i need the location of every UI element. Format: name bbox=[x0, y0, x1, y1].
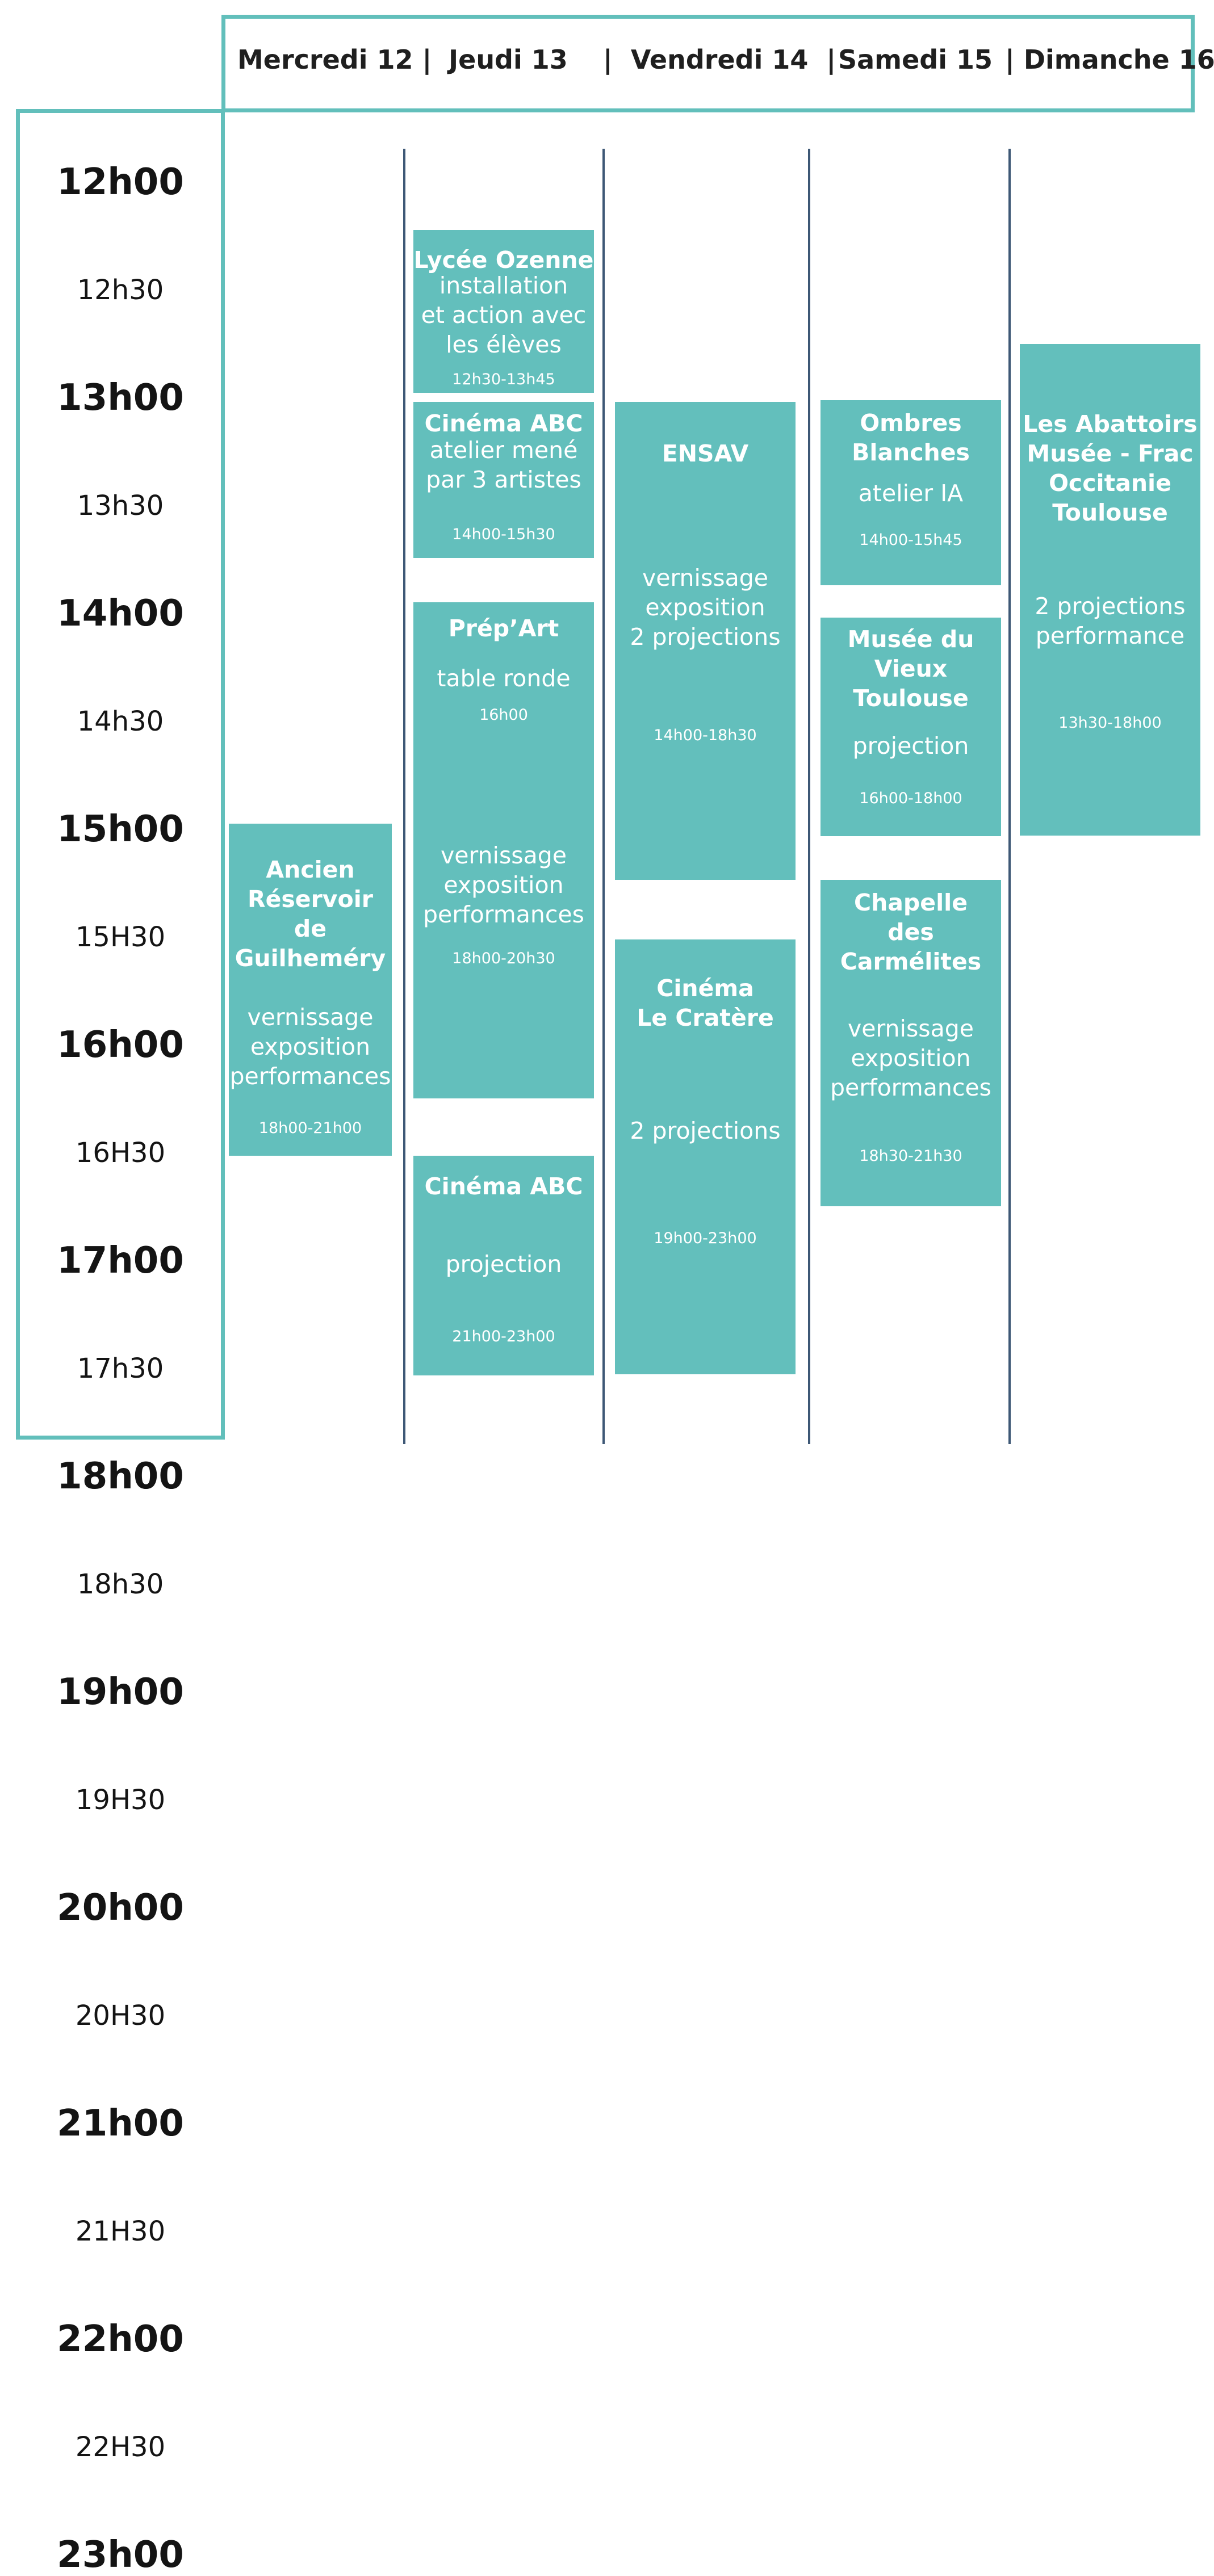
days-header-frame bbox=[221, 15, 1195, 112]
event-time: 16h00 bbox=[479, 706, 528, 724]
event-time: 18h00-20h30 bbox=[452, 950, 555, 967]
time-column-frame bbox=[16, 109, 225, 1440]
event-musee-vieux-toulouse: Musée du Vieux Toulouse projection 16h00-1… bbox=[821, 618, 1001, 836]
event-time: 19h00-23h00 bbox=[654, 1230, 757, 1247]
event-description: 2 projections performance bbox=[1035, 593, 1186, 649]
event-time: 14h00-18h30 bbox=[654, 727, 757, 744]
event-description: atelier IA bbox=[858, 480, 964, 507]
time-label: 21H30 bbox=[75, 2216, 166, 2247]
time-label: 22H30 bbox=[75, 2431, 166, 2463]
event-description: projection bbox=[852, 732, 969, 760]
event-ombres-blanches: Ombres Blanches atelier IA 14h00-15h45 bbox=[821, 400, 1001, 585]
event-time: 13h30-18h00 bbox=[1058, 714, 1162, 732]
event-venue: Lycée Ozenne bbox=[413, 246, 594, 274]
event-description: installation et action avec les élèves bbox=[421, 272, 587, 358]
time-label: 14h00 bbox=[57, 593, 184, 635]
time-label: 17h30 bbox=[77, 1353, 164, 1385]
event-time: 14h00-15h45 bbox=[859, 531, 962, 549]
event-venue: Cinéma Le Cratère bbox=[637, 975, 774, 1031]
time-label: 18h30 bbox=[77, 1568, 164, 1600]
event-chapelle-des-carmelites: Chapelle des Carmélites vernissage exposi… bbox=[821, 880, 1001, 1206]
time-label: 15H30 bbox=[75, 921, 166, 953]
event-venue: Ombres Blanches bbox=[852, 409, 970, 466]
event-time: 18h30-21h30 bbox=[859, 1147, 962, 1165]
event-venue: Ancien Réservoir de Guilheméry bbox=[235, 856, 386, 972]
time-label: 17h00 bbox=[57, 1240, 184, 1282]
divider-line bbox=[808, 149, 810, 1444]
event-description: vernissage exposition performances bbox=[423, 842, 584, 928]
event-ancien-reservoir: Ancien Réservoir de Guilheméry vernissage… bbox=[229, 824, 392, 1156]
time-label: 15h00 bbox=[57, 808, 184, 850]
time-label: 16h00 bbox=[57, 1024, 184, 1066]
event-prep-art-table-ronde: Prép’Art table ronde 16h00 bbox=[413, 602, 594, 817]
time-label: 16H30 bbox=[75, 1137, 166, 1169]
day-dimanche: | Dimanche 16 bbox=[1005, 44, 1214, 75]
event-cinema-le-cratere: Cinéma Le Cratère 2 projections 19h00-23h0… bbox=[615, 939, 796, 1374]
day-jeudi: Jeudi 13 bbox=[449, 44, 568, 75]
time-label: 13h30 bbox=[77, 490, 164, 522]
time-label: 18h00 bbox=[57, 1455, 184, 1497]
event-description: atelier mené par 3 artistes bbox=[426, 437, 581, 493]
event-venue: Prép’Art bbox=[448, 615, 559, 642]
event-description: 2 projections bbox=[630, 1117, 781, 1144]
day-mercredi: Mercredi 12 | bbox=[237, 44, 432, 75]
event-description: vernissage exposition performances bbox=[229, 1004, 391, 1090]
event-time: 12h30-13h45 bbox=[452, 371, 555, 388]
event-venue: Musée du Vieux Toulouse bbox=[847, 626, 974, 712]
event-time: 18h00-21h00 bbox=[258, 1119, 362, 1137]
time-label: 19h00 bbox=[57, 1671, 184, 1713]
time-label: 19H30 bbox=[75, 1784, 166, 1816]
event-time: 14h00-15h30 bbox=[452, 526, 555, 543]
event-description: vernissage exposition performances bbox=[830, 1015, 991, 1101]
event-venue: Cinéma ABC bbox=[424, 1173, 583, 1200]
event-time: 21h00-23h00 bbox=[452, 1328, 555, 1345]
time-label: 22h00 bbox=[57, 2318, 184, 2360]
time-label: 20h00 bbox=[57, 1887, 184, 1929]
event-description: table ronde bbox=[437, 665, 571, 692]
event-time: 16h00-18h00 bbox=[859, 790, 962, 807]
time-label: 23h00 bbox=[57, 2534, 184, 2576]
time-label: 12h00 bbox=[57, 161, 184, 203]
event-description: projection bbox=[445, 1251, 562, 1278]
time-label: 14h30 bbox=[77, 706, 164, 737]
divider-line bbox=[403, 149, 405, 1444]
event-venue: Cinéma ABC bbox=[424, 410, 583, 437]
day-samedi: Samedi 15 bbox=[838, 44, 993, 75]
event-venue: ENSAV bbox=[662, 440, 749, 467]
event-les-abattoirs: Les Abattoirs Musée - Frac Occitanie Tou… bbox=[1020, 344, 1200, 836]
day-vendredi: | Vendredi 14 | bbox=[603, 44, 836, 75]
schedule-canvas: Mercredi 12 | Jeudi 13 | Vendredi 14 | S… bbox=[16, 15, 1214, 2576]
event-venue: Les Abattoirs Musée - Frac Occitanie Tou… bbox=[1023, 410, 1198, 526]
divider-line bbox=[602, 149, 605, 1444]
event-cinema-abc-projection: Cinéma ABC projection 21h00-23h00 bbox=[413, 1156, 594, 1375]
time-label: 21h00 bbox=[57, 2103, 184, 2145]
time-label: 13h00 bbox=[57, 377, 184, 419]
event-ensav: ENSAV vernissage exposition 2 projections… bbox=[615, 402, 796, 880]
event-venue: Chapelle des Carmélites bbox=[840, 889, 982, 975]
divider-line bbox=[1008, 149, 1011, 1444]
time-label: 12h30 bbox=[77, 274, 164, 306]
event-prep-art-vernissage: vernissage exposition performances 18h00-… bbox=[413, 817, 594, 1098]
event-description: vernissage exposition 2 projections bbox=[630, 564, 781, 651]
time-label: 20H30 bbox=[75, 2000, 166, 2032]
